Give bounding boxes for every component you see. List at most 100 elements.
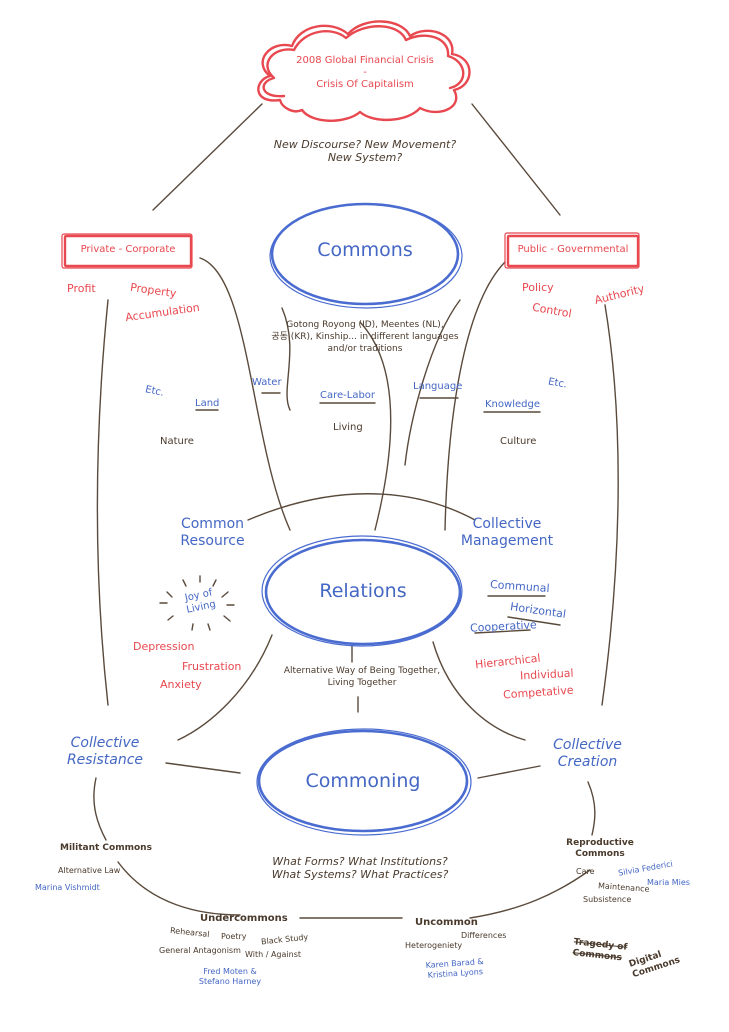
nature-label: Nature: [160, 436, 194, 447]
underline-horizontal: [507, 616, 561, 626]
commoning-ellipse: [257, 729, 469, 833]
top-question-1: New Discourse? New Movement?: [273, 138, 457, 151]
subsistence-label: Subsistence: [583, 895, 632, 904]
public-box-outline: [506, 234, 640, 268]
connector-private-relations: [199, 257, 291, 531]
connector-commoning-creation: [477, 765, 541, 779]
collective-resistance-line-2: Resistance: [66, 751, 144, 768]
connector-public-management: [444, 261, 506, 531]
cloud-outline-2: [262, 25, 465, 98]
collective-management-label: Collective Management: [452, 516, 562, 550]
collective-resistance-line-1: Collective: [70, 735, 140, 751]
commoning-title: Commoning: [305, 770, 421, 792]
reproductive-line-2: Commons: [575, 848, 625, 859]
public-box-outline-2: [504, 232, 640, 269]
alternative-line-2: Living Together: [327, 678, 397, 689]
cloud-outline: [257, 20, 471, 122]
individual-label: Individual: [519, 666, 574, 683]
language-label: Language: [413, 381, 463, 392]
knowledge-label: Knowledge: [485, 399, 540, 410]
connector-militant-undercommons: [117, 861, 241, 916]
connector-uncommon-reproductive: [469, 869, 591, 919]
poetry-label: Poetry: [221, 932, 247, 941]
collective-creation-label: Collective Creation: [540, 737, 635, 771]
private-box-outline: [63, 234, 193, 268]
land-label: Land: [195, 398, 220, 409]
care-label: Care: [576, 867, 595, 876]
commoning-question-1: What Forms? What Institutions?: [272, 855, 448, 868]
private-corporate-box: Private - Corporate: [80, 244, 176, 255]
connector-creation-reproductive: [587, 781, 596, 836]
relations-title: Relations: [319, 580, 407, 602]
frustration-label: Frustration: [182, 660, 242, 673]
connector-commons-nature: [281, 307, 291, 411]
collective-creation-line-1: Collective: [553, 737, 622, 753]
connector-relations-resistance: [177, 634, 273, 741]
commons-desc-2: 공동 (KR), Kinship... in different languag…: [271, 332, 459, 343]
common-resource-line-1: Common: [180, 516, 245, 532]
uncommon-label: Uncommon: [415, 917, 478, 928]
top-questions: New Discourse? New Movement? New System?: [255, 138, 475, 164]
common-resource-line-2: Resource: [180, 532, 245, 549]
commoning-ellipse-2: [256, 728, 472, 836]
care-labor-label: Care-Labor: [320, 390, 376, 401]
water-label: Water: [252, 377, 282, 388]
private-box-outline-2: [61, 233, 193, 269]
connector-resistance-militant: [93, 777, 107, 841]
moten-harney-label: Fred Moten & Stefano Harney: [195, 967, 265, 986]
relations-ellipse: [264, 538, 462, 646]
public-governmental-box: Public - Governmental: [517, 244, 629, 255]
collective-management-line-1: Collective: [472, 516, 542, 532]
commoning-question-2: What Systems? What Practices?: [271, 868, 449, 882]
collective-resistance-label: Collective Resistance: [55, 735, 155, 769]
connector-commons-culture: [404, 299, 461, 466]
profit-label: Profit: [67, 282, 96, 295]
connector-resource-arc: [247, 493, 476, 521]
relations-ellipse-2: [261, 535, 463, 647]
anxiety-label: Anxiety: [160, 678, 202, 691]
underline-cooperative: [474, 629, 531, 634]
commons-title: Commons: [317, 239, 413, 261]
commons-description: Gotong Royong (ID), Meentes (NL), 공동 (KR…: [255, 319, 475, 355]
commons-desc-3: and/or traditions: [327, 344, 403, 355]
heterogeniety-label: Heterogeniety: [405, 941, 463, 950]
crisis-line-1: 2008 Global Financial Crisis: [296, 55, 434, 66]
undercommons-label: Undercommons: [200, 913, 288, 924]
connector-public-down: [601, 304, 619, 706]
connector-private-down: [96, 299, 109, 706]
crisis-title: 2008 Global Financial Crisis - Crisis Of…: [290, 55, 440, 91]
commons-ellipse-2: [269, 203, 463, 309]
crisis-line-2: Crisis Of Capitalism: [316, 79, 414, 90]
top-question-2: New System?: [327, 151, 403, 165]
connector-crisis-public: [471, 103, 561, 216]
joy-rays: [159, 575, 235, 631]
alternative-law-label: Alternative Law: [58, 866, 121, 875]
moten-line-2: Stefano Harney: [198, 976, 262, 986]
connector-crisis-private: [152, 103, 263, 211]
maria-mies-label: Maria Mies: [647, 878, 690, 887]
collective-creation-line-2: Creation: [557, 753, 618, 770]
alternative-line-1: Alternative Way of Being Together,: [283, 666, 441, 676]
common-resource-label: Common Resource: [165, 516, 260, 550]
militant-commons-label: Militant Commons: [60, 843, 152, 853]
moten-line-1: Fred Moten &: [203, 967, 257, 976]
crisis-dash: -: [363, 67, 367, 78]
culture-label: Culture: [500, 436, 537, 447]
general-antagonism-label: General Antagonism: [159, 946, 241, 955]
connector-relations-creation: [432, 641, 526, 741]
policy-label: Policy: [522, 281, 554, 294]
reproductive-commons-label: Reproductive Commons: [560, 838, 640, 860]
connector-resistance-commoning: [165, 762, 241, 774]
depression-label: Depression: [133, 640, 195, 653]
commons-desc-1: Gotong Royong (ID), Meentes (NL),: [286, 320, 444, 330]
reproductive-line-1: Reproductive: [566, 838, 634, 848]
living-label: Living: [333, 422, 363, 433]
commoning-questions: What Forms? What Institutions? What Syst…: [240, 855, 480, 881]
alternative-way-text: Alternative Way of Being Together, Livin…: [262, 665, 462, 689]
differences-label: Differences: [461, 931, 507, 940]
with-against-label: With / Against: [245, 950, 301, 959]
marina-vishmidt-label: Marina Vishmidt: [35, 883, 100, 892]
collective-management-line-2: Management: [460, 532, 554, 549]
